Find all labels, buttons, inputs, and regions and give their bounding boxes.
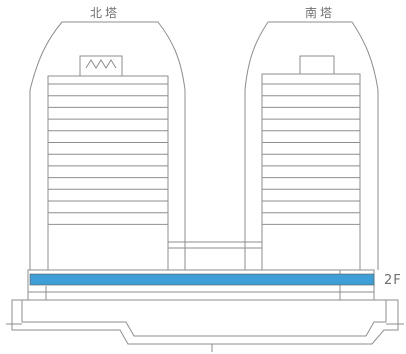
floor-2f-highlight (29, 273, 375, 286)
south-tower-floor-lines (262, 83, 360, 225)
floor-label: 2F (384, 273, 402, 288)
south-tower-core (261, 73, 361, 270)
north-tower-crown-teeth (85, 59, 117, 69)
north-tower-core (47, 75, 169, 270)
north-tower-outline (29, 21, 186, 270)
south-tower-crown (299, 55, 335, 74)
basement-outline (11, 299, 399, 345)
south-tower-label: 南塔 (305, 6, 336, 20)
north-tower-crown (79, 55, 123, 76)
south-tower-outline (244, 21, 379, 270)
podium-link (167, 241, 263, 270)
north-tower-floor-lines (48, 83, 168, 225)
basement-inner (21, 300, 387, 337)
north-tower-label: 北塔 (90, 6, 121, 20)
